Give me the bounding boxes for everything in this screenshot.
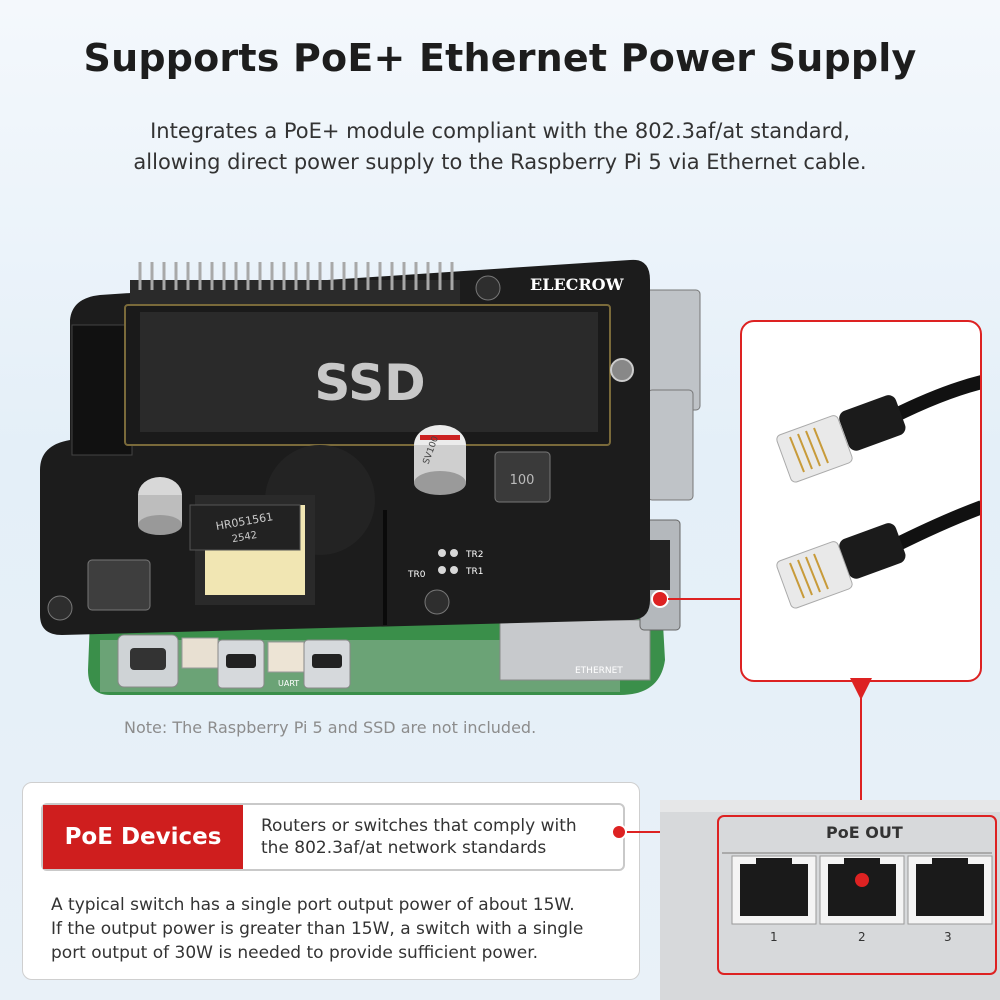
poe-hat-board-illustration: UART ETHERNET ELECROW SSD [40,259,740,695]
pin-label-tr0: TR0 [407,570,426,580]
pin-label-tr1: TR1 [465,567,483,577]
note-text: Note: The Raspberry Pi 5 and SSD are not… [124,718,537,737]
ethernet-cable-icon [776,375,980,609]
ethernet-port-icon [819,855,905,925]
poe-devices-row: PoE Devices Routers or switches that com… [41,803,625,871]
poe-switch-illustration [660,800,1000,1000]
poe-info-card: PoE Devices Routers or switches that com… [22,782,640,980]
subtitle-line-2: allowing direct power supply to the Rasp… [133,150,867,174]
ethernet-label: ETHERNET [575,666,623,676]
info-line-2: If the output power is greater than 15W,… [51,919,584,939]
port-number-3: 3 [944,930,952,944]
card-connector-dot [611,824,627,840]
info-line-3: port output of 30W is needed to provide … [51,943,539,963]
poe-devices-description: Routers or switches that comply with the… [261,815,611,859]
poe-desc-line-2: the 802.3af/at network standards [261,838,547,858]
port-number-1: 1 [770,930,778,944]
pin-label-tr2: TR2 [465,550,483,560]
inductor-label: 100 [510,473,535,488]
ethernet-cable-callout [740,320,982,682]
poe-devices-label: PoE Devices [43,805,243,869]
ssd-label: SSD [314,354,425,412]
poe-out-label: PoE OUT [826,823,903,842]
subtitle-line-1: Integrates a PoE+ module compliant with … [150,119,850,143]
page-subtitle: Integrates a PoE+ module compliant with … [60,116,940,178]
brand-logo: ELECROW [530,275,625,294]
uart-label: UART [278,679,299,688]
power-info-text: A typical switch has a single port outpu… [51,893,631,965]
transformer-label-2: 2542 [231,530,258,545]
port-number-2: 2 [858,930,866,944]
ethernet-port-icon [731,855,817,925]
ethernet-port-icon [907,855,993,925]
info-line-1: A typical switch has a single port outpu… [51,895,575,915]
page-title: Supports PoE+ Ethernet Power Supply [83,36,917,80]
poe-desc-line-1: Routers or switches that comply with [261,816,577,836]
